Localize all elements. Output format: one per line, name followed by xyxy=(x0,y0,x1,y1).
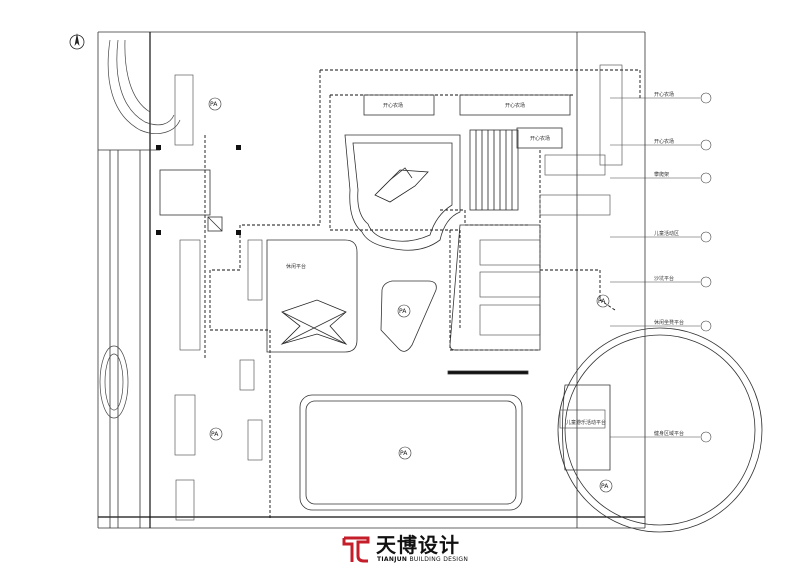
legend-item: 健身区域平台 xyxy=(654,430,684,437)
area-label: 休闲平台 xyxy=(286,263,306,270)
area-labels: 开心农场 开心农场 开心农场 休闲平台 儿童游乐活动平台 xyxy=(286,102,606,426)
north-arrow-icon xyxy=(69,33,85,50)
legend-item: 开心农场 xyxy=(654,138,674,145)
tianjun-logo-icon xyxy=(342,536,370,563)
room-label: 开心农场 xyxy=(383,102,403,109)
company-logo: 天博设计 TIANJUN BUILDING DESIGN xyxy=(342,534,492,564)
company-name-en-rest: BUILDING DESIGN xyxy=(409,556,469,563)
pa-label: PA xyxy=(601,483,609,490)
company-name-en: TIANJUN BUILDING DESIGN xyxy=(377,556,468,563)
left-landform xyxy=(99,39,181,419)
legend-item: 沙坑平台 xyxy=(654,275,674,282)
hatch-block xyxy=(475,130,513,210)
pa-label: PA xyxy=(210,101,218,108)
pa-label: PA xyxy=(598,298,606,305)
room-label: 开心农场 xyxy=(505,102,525,109)
legend-leaders xyxy=(610,92,712,443)
legend-item: 休闲坐凳平台 xyxy=(654,319,684,326)
site-boundary xyxy=(97,31,646,529)
legend-item: 开心农场 xyxy=(654,91,674,98)
pa-label: PA xyxy=(400,450,408,457)
pa-label: PA xyxy=(399,308,407,315)
pa-label: PA xyxy=(211,431,219,438)
play-equipment xyxy=(174,64,623,521)
pa-labels: PA PA PA PA PA PA xyxy=(210,101,609,490)
company-name-cn: 天博设计 xyxy=(376,533,460,557)
dashed-pathways xyxy=(204,69,641,520)
markers xyxy=(156,145,241,235)
area-label: 儿童游乐活动平台 xyxy=(566,419,606,426)
structures xyxy=(159,94,763,533)
legend-item: 儿童活动区 xyxy=(654,230,679,237)
room-label: 开心农场 xyxy=(530,135,550,142)
pa-markers xyxy=(208,97,613,493)
legend-item: 攀爬架 xyxy=(654,171,669,178)
legend-texts: 开心农场 开心农场 攀爬架 儿童活动区 沙坑平台 休闲坐凳平台 健身区域平台 xyxy=(654,91,684,437)
company-name-en-strong: TIANJUN xyxy=(377,556,408,563)
